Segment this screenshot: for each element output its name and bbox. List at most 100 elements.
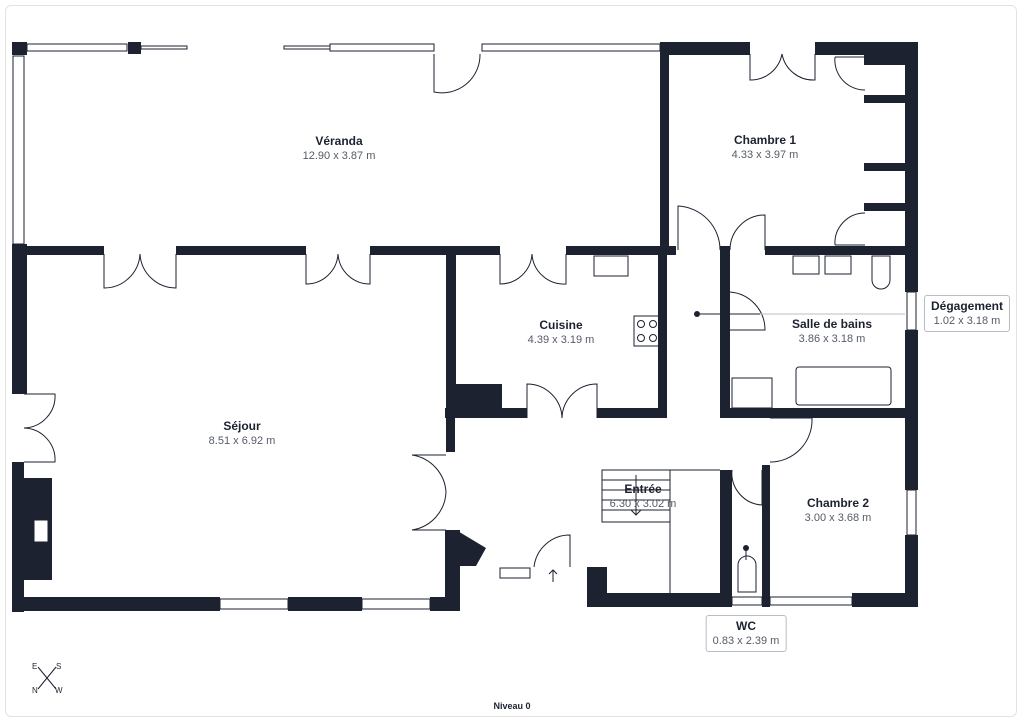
- wall-segment: [905, 535, 918, 607]
- wall-segment: [660, 42, 669, 252]
- window: [12, 55, 25, 245]
- wall-segment: [852, 593, 918, 607]
- window: [26, 43, 128, 52]
- stair-outline: [669, 469, 720, 593]
- compass-south-label: S: [56, 662, 62, 671]
- door-swing: [749, 53, 816, 81]
- wall-segment: [445, 530, 460, 611]
- wall-segment: [446, 246, 456, 418]
- window: [731, 596, 763, 606]
- level-label: Niveau 0: [493, 701, 531, 711]
- wall-segment: [658, 250, 667, 418]
- closet-wall: [864, 95, 905, 103]
- wall-segment: [762, 465, 770, 607]
- room-name: Véranda: [315, 134, 363, 148]
- room-dimensions: 8.51 x 6.92 m: [208, 435, 276, 447]
- room-label-veranda: Véranda 12.90 x 3.87 m: [303, 134, 376, 163]
- closet-wall: [864, 55, 905, 65]
- window: [361, 598, 431, 610]
- closet-wall: [864, 163, 905, 171]
- wall-segment: [720, 246, 730, 418]
- wall-segment: [720, 470, 732, 607]
- sink: [593, 255, 629, 277]
- door-swing: [533, 534, 571, 568]
- washbasin: [824, 255, 852, 275]
- bathtub: [795, 366, 892, 406]
- door-swing: [677, 205, 721, 251]
- wall-segment: [176, 246, 306, 255]
- door-swing: [23, 393, 56, 463]
- door-swing: [526, 383, 598, 419]
- wall-segment: [288, 597, 362, 611]
- fixtures: [548, 255, 905, 593]
- room-dimensions: 0.83 x 2.39 m: [712, 635, 780, 647]
- wall-segment: [587, 593, 732, 607]
- door-swing: [731, 469, 763, 506]
- wall-corner: [12, 42, 27, 55]
- wall-segment: [12, 597, 220, 611]
- room-label-salle-de-bains: Salle de bains 3.86 x 3.18 m: [792, 317, 872, 346]
- pointer-dot: [694, 311, 700, 317]
- room-label-chambre-2: Chambre 2 3.00 x 3.68 m: [805, 496, 872, 525]
- wall-segment: [660, 42, 750, 55]
- compass-east-label: E: [32, 662, 38, 671]
- room-dimensions: 4.33 x 3.97 m: [731, 149, 799, 161]
- window: [906, 291, 917, 331]
- room-name: Entrée: [624, 482, 662, 496]
- room-dimensions: 6.30 x 3.02 m: [609, 498, 677, 510]
- kitchen-block: [454, 384, 502, 414]
- wall-segment: [446, 418, 455, 452]
- doors: [23, 53, 866, 568]
- window: [481, 43, 661, 52]
- wall-segment: [905, 42, 918, 292]
- room-label-chambre-1: Chambre 1 4.33 x 3.97 m: [732, 133, 799, 162]
- stair-arrow: [630, 475, 642, 516]
- wall-segment: [765, 246, 911, 255]
- wall-segment: [597, 408, 667, 418]
- entrance-angled-wall: [456, 530, 486, 566]
- door-swing: [729, 291, 766, 331]
- wall-segment: [12, 244, 27, 394]
- door-swing: [769, 417, 813, 463]
- room-name: Salle de bains: [791, 317, 873, 331]
- room-name: Dégagement: [930, 299, 1004, 313]
- door-swing: [433, 53, 481, 94]
- burner: [649, 334, 657, 342]
- burner: [649, 320, 657, 328]
- entrance-arrow: [548, 569, 558, 582]
- door-swing: [834, 212, 866, 246]
- window: [140, 45, 188, 50]
- room-name: Chambre 1: [733, 133, 797, 147]
- compass-north-label: N: [32, 686, 38, 695]
- door-swing: [499, 253, 567, 285]
- compass-west-label: W: [55, 686, 63, 695]
- wc-pointer-dot: [743, 545, 749, 551]
- wall-segment: [128, 42, 141, 54]
- shower: [731, 377, 773, 409]
- burner: [637, 334, 645, 342]
- room-label-cuisine: Cuisine 4.39 x 3.19 m: [528, 318, 595, 347]
- toilet: [871, 255, 891, 290]
- cooktop: [633, 315, 661, 347]
- room-dimensions: 3.86 x 3.18 m: [798, 333, 866, 345]
- wc-toilet: [737, 555, 757, 593]
- wall-segment: [566, 246, 676, 255]
- walls: [12, 42, 918, 612]
- room-dimensions: 12.90 x 3.87 m: [302, 150, 376, 162]
- window: [499, 567, 531, 579]
- room-label-degagement: Dégagement 1.02 x 3.18 m: [923, 295, 1011, 332]
- window: [329, 43, 435, 52]
- wall-segment: [24, 246, 104, 255]
- washbasin: [792, 255, 820, 275]
- wall-segment: [12, 462, 24, 612]
- room-dimensions: 1.02 x 3.18 m: [933, 315, 1001, 327]
- window: [769, 596, 853, 606]
- wall-segment: [720, 408, 911, 418]
- door-swing: [834, 56, 866, 91]
- burner: [637, 320, 645, 328]
- room-label-entree: Entrée 6.30 x 3.02 m: [610, 482, 677, 511]
- wall-segment: [370, 246, 500, 255]
- room-dimensions: 4.39 x 3.19 m: [527, 334, 595, 346]
- room-name: Séjour: [223, 419, 261, 433]
